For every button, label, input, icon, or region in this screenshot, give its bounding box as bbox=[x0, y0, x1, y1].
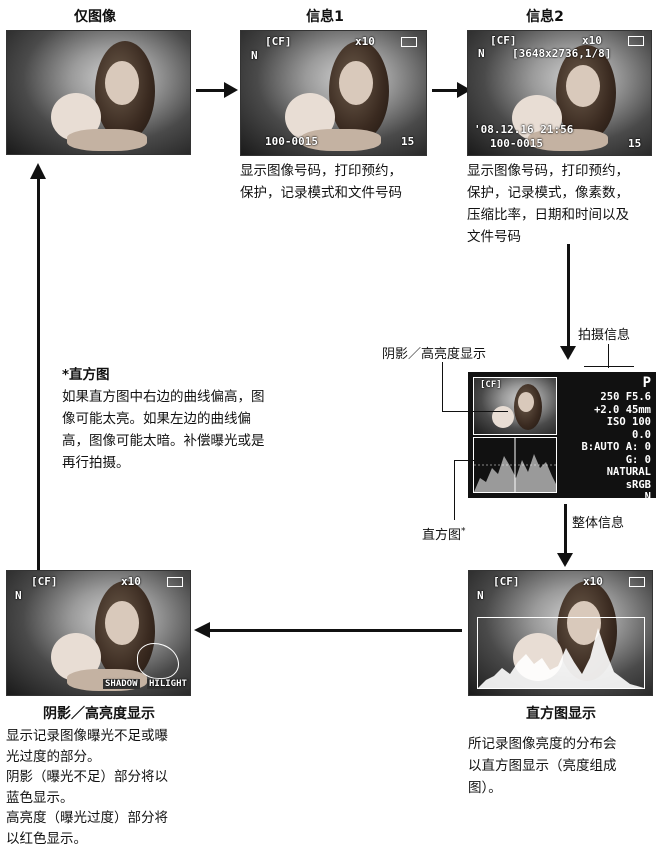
osd-frame: 15 bbox=[401, 135, 415, 148]
overall-histogram bbox=[473, 437, 557, 493]
hilight-label: HILIGHT bbox=[147, 679, 189, 689]
callout-shooting-info: 拍摄信息 bbox=[578, 328, 631, 343]
panel-picture-mode: NATURAL bbox=[606, 466, 651, 478]
shadow-label: SHADOW bbox=[103, 679, 140, 689]
panel-mode: P bbox=[642, 375, 651, 391]
arrow-right-2 bbox=[432, 89, 460, 92]
osd-card: [CF] bbox=[493, 575, 520, 588]
histogram-display-line: 所记录图像亮度的分布会 bbox=[468, 736, 617, 752]
arrow-head-up-left bbox=[30, 163, 46, 179]
histogram-overlay bbox=[477, 617, 645, 689]
callout-histogram-text: 直方图 bbox=[422, 528, 462, 543]
battery-icon bbox=[167, 577, 183, 587]
histogram-display-line: 以直方图显示（亮度组成 bbox=[468, 758, 617, 774]
shadow-highlight-line: 显示记录图像曝光不足或曝 bbox=[6, 728, 168, 744]
info2-description-line: 显示图像号码，打印预约， bbox=[467, 163, 629, 179]
shadow-highlight-line: 光过度的部分。 bbox=[6, 748, 101, 765]
leader-shadow-highlight-h bbox=[442, 411, 508, 412]
leader-shadow-highlight bbox=[442, 362, 443, 412]
leader-histogram-h bbox=[454, 460, 474, 461]
shadow-highlight-line: 蓝色显示。 bbox=[6, 789, 74, 806]
osd-card: [CF] bbox=[480, 380, 502, 390]
info1-thumbnail: [CF] x10 N 100-0015 15 bbox=[240, 30, 427, 156]
info2-description: 显示图像号码，打印预约， 保护，记录模式，像素数， 压缩比率，日期和时间以及 文… bbox=[467, 160, 656, 248]
panel-wb: B:AUTO A: 0 bbox=[581, 441, 651, 453]
overall-info-panel: P 250 F5.6 +2.0 45mm ISO 100 0.0 B:AUTO … bbox=[557, 375, 651, 504]
arrow-head-left-bottom bbox=[194, 622, 210, 638]
battery-icon bbox=[629, 577, 645, 587]
osd-quality: N bbox=[15, 589, 22, 602]
arrow-up-left bbox=[37, 178, 40, 570]
info2-description-line: 保护，记录模式，像素数， bbox=[467, 185, 629, 201]
overall-preview-thumbnail: [CF] bbox=[473, 377, 557, 435]
panel-flash-comp: 0.0 bbox=[632, 428, 651, 441]
arrow-down-1 bbox=[567, 244, 570, 348]
panel-shutter-aperture: 250 F5.6 bbox=[600, 391, 651, 403]
battery-icon bbox=[401, 37, 417, 47]
info1-description-line: 显示图像号码，打印预约， bbox=[240, 163, 402, 179]
info2-description-line: 文件号码 bbox=[467, 229, 521, 245]
osd-quality: N bbox=[251, 49, 258, 62]
histogram-note: *直方图 如果直方图中右边的曲线偏高，图 像可能太亮。如果左边的曲线偏 高，图像… bbox=[62, 364, 322, 474]
histogram-note-line: 高，图像可能太暗。补偿曝光或是 bbox=[62, 433, 265, 449]
panel-ev-focal: +2.0 45mm bbox=[594, 403, 651, 416]
shadow-highlight-thumbnail: [CF] x10 N SHADOW HILIGHT bbox=[6, 570, 191, 696]
shadow-highlight-description: 显示记录图像曝光不足或曝 光过度的部分。 阴影（曝光不足）部分将以 蓝色显示。 … bbox=[6, 726, 216, 849]
panel-quality: N bbox=[644, 491, 651, 503]
title-histogram-display: 直方图显示 bbox=[526, 706, 596, 722]
panel-color-space: sRGB bbox=[625, 478, 651, 491]
arrow-head-right-1 bbox=[224, 82, 238, 98]
osd-file-number: 100-0015 bbox=[490, 137, 543, 150]
osd-card: [CF] bbox=[31, 575, 58, 588]
title-shadow-highlight: 阴影／高亮度显示 bbox=[43, 706, 155, 722]
info1-description: 显示图像号码，打印预约， 保护，记录模式和文件号码 bbox=[240, 160, 440, 204]
osd-file-number: 100-0015 bbox=[265, 135, 318, 148]
osd-print-count: x10 bbox=[355, 35, 375, 48]
highlight-outline bbox=[137, 643, 179, 679]
osd-quality: N bbox=[478, 47, 485, 60]
histogram-note-line: 再行拍摄。 bbox=[62, 455, 130, 471]
panel-iso: ISO 100 bbox=[606, 416, 651, 428]
arrow-down-2 bbox=[564, 504, 567, 556]
info2-description-line: 压缩比率，日期和时间以及 bbox=[467, 207, 629, 223]
osd-print-count: x10 bbox=[582, 34, 602, 47]
histogram-note-title: *直方图 bbox=[62, 367, 110, 383]
histogram-display-description: 所记录图像亮度的分布会 以直方图显示（亮度组成 图）。 bbox=[468, 733, 656, 799]
osd-card: [CF] bbox=[265, 35, 292, 48]
title-info1: 信息1 bbox=[306, 9, 344, 25]
osd-print-count: x10 bbox=[121, 575, 141, 588]
info2-thumbnail: [CF] x10 N [3648x2736,1/8] '08.12.16 21:… bbox=[467, 30, 652, 156]
callout-shadow-highlight: 阴影／高亮度显示 bbox=[382, 347, 487, 362]
shadow-highlight-line: 高亮度（曝光过度）部分将 bbox=[6, 810, 168, 826]
title-info2: 信息2 bbox=[526, 9, 564, 25]
image-only-thumbnail bbox=[6, 30, 191, 155]
arrow-head-down-2 bbox=[557, 553, 573, 567]
arrow-left-bottom bbox=[208, 629, 462, 632]
callout-overall-info: 整体信息 bbox=[572, 516, 625, 531]
arrow-head-down-1 bbox=[560, 346, 576, 360]
battery-icon bbox=[628, 36, 644, 46]
title-image-only: 仅图像 bbox=[74, 9, 116, 25]
leader-shooting-info bbox=[608, 344, 609, 368]
histogram-display-line: 图）。 bbox=[468, 780, 502, 796]
histogram-note-line: 像可能太亮。如果左边的曲线偏 bbox=[62, 411, 251, 427]
callout-histogram: 直方图* bbox=[422, 524, 466, 543]
osd-print-count: x10 bbox=[583, 575, 603, 588]
histogram-note-line: 如果直方图中右边的曲线偏高，图 bbox=[62, 389, 265, 405]
overall-info-screen: [CF] P 250 F5.6 +2.0 45mm ISO 100 0.0 B:… bbox=[468, 372, 656, 503]
osd-card: [CF] bbox=[490, 34, 517, 47]
info1-description-line: 保护，记录模式和文件号码 bbox=[240, 185, 402, 201]
osd-quality: N bbox=[477, 589, 484, 602]
callout-histogram-sup: * bbox=[461, 526, 466, 537]
panel-wb-g: G: 0 bbox=[625, 453, 651, 466]
histogram-display-thumbnail: [CF] x10 N bbox=[468, 570, 653, 696]
leader-shooting-info-bracket bbox=[584, 366, 634, 367]
osd-datetime: '08.12.16 21:56 bbox=[474, 123, 574, 136]
arrow-right-1 bbox=[196, 89, 226, 92]
leader-histogram bbox=[454, 460, 455, 520]
shadow-highlight-line: 阴影（曝光不足）部分将以 bbox=[6, 769, 168, 785]
osd-frame: 15 bbox=[628, 137, 642, 150]
shadow-highlight-line: 以红色显示。 bbox=[6, 830, 87, 847]
osd-resolution: [3648x2736,1/8] bbox=[512, 47, 612, 60]
